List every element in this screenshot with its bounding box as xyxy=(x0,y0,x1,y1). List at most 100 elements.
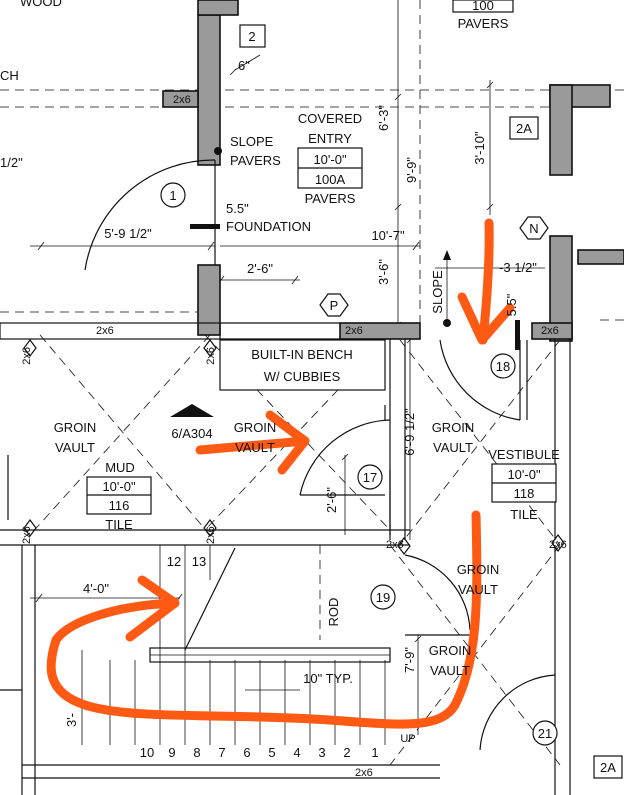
dim-label: 3'-10" xyxy=(472,131,487,165)
wall-label: 2x6 xyxy=(205,347,217,365)
door-1-swing xyxy=(84,159,216,271)
stair-number: 12 xyxy=(167,554,181,569)
p-tag: P xyxy=(330,298,339,313)
mud-number: 116 xyxy=(109,498,130,513)
top-room-box xyxy=(452,0,514,13)
groin-mid-1: GROIN xyxy=(234,420,277,435)
north-tag-shape xyxy=(519,216,549,240)
door-17-circle xyxy=(357,464,383,490)
vestibule-ceiling: 10'-0" xyxy=(507,467,541,482)
mud-name: MUD xyxy=(105,460,135,475)
wall-label: 2x6 xyxy=(96,325,114,337)
mud-ceiling: 10'-0" xyxy=(102,479,136,494)
door-17-swing xyxy=(299,419,391,496)
section-marker xyxy=(170,404,214,417)
dim-label: 6" xyxy=(238,58,250,73)
foundation-dim: 5.5" xyxy=(226,201,249,216)
wall-label: 2x6 xyxy=(345,325,363,337)
stair-number: 2 xyxy=(343,745,350,760)
wall-right-column xyxy=(549,235,573,342)
stair-number: 8 xyxy=(193,745,200,760)
stair-number: 10 xyxy=(140,745,154,760)
stair-number: 13 xyxy=(192,554,206,569)
tag-2a-top-box xyxy=(509,116,539,140)
up-label: UP xyxy=(400,733,415,745)
covered-entry-name-1: COVERED xyxy=(298,111,362,126)
wall-right-outer xyxy=(577,249,624,265)
top-room-number: 100 xyxy=(472,0,494,13)
dim-label: 5'-9 1/2" xyxy=(104,226,152,241)
wall-label: 2x6 xyxy=(549,539,567,551)
covered-entry-ceiling: 10'-0" xyxy=(313,152,347,167)
rod-label: ROD xyxy=(326,598,341,627)
walls xyxy=(162,0,624,342)
mud-vault-2: VAULT xyxy=(55,440,95,455)
p-tag-shape xyxy=(319,293,349,317)
groin-mid-2: VAULT xyxy=(235,440,275,455)
vestibule-number: 118 xyxy=(514,486,535,501)
foundation-label: FOUNDATION xyxy=(226,219,311,234)
mud-vault-1: GROIN xyxy=(54,420,97,435)
vestibule-vault-1: GROIN xyxy=(432,420,475,435)
half-fragment: 1/2" xyxy=(0,155,23,170)
door-1-circle xyxy=(160,182,186,208)
wood-label: WOOD xyxy=(20,0,62,9)
door-1-tag: 1 xyxy=(169,188,176,203)
door-19-circle xyxy=(370,584,396,610)
door-18-circle xyxy=(490,353,516,379)
wall-2x6-left-top xyxy=(162,90,199,108)
dim-label: 7'-9" xyxy=(402,647,417,673)
room-mud: GROIN VAULT MUD 10'-0" 116 TILE xyxy=(54,420,152,532)
dim-label: -3 1/2" xyxy=(499,260,537,275)
door-19-tag: 19 xyxy=(376,590,390,605)
section-ref: 6/A304 xyxy=(171,426,212,441)
covered-entry-finish: PAVERS xyxy=(305,191,356,206)
dim-label: 5.5" xyxy=(504,293,519,316)
stair-number: 4 xyxy=(293,745,300,760)
mud-finish: TILE xyxy=(105,517,133,532)
dim-label: 4'-0" xyxy=(83,581,109,596)
dim-label: 6'-3" xyxy=(376,105,391,131)
wall-label: 2x6 xyxy=(355,767,373,779)
groin-stair-2: VAULT xyxy=(458,582,498,597)
dim-label: 2'-6" xyxy=(247,261,273,276)
tag-2-box xyxy=(239,24,266,48)
wall-label: 2x6 xyxy=(21,347,33,365)
stair-numbers: 12 13 10 9 8 7 6 5 4 3 2 1 xyxy=(140,554,379,760)
groin-low-1: GROIN xyxy=(429,643,472,658)
stair-number: 7 xyxy=(218,745,225,760)
built-in-bench xyxy=(219,339,386,391)
door-21-tag: 21 xyxy=(538,726,552,741)
tag-2a-bottom: 2A xyxy=(600,760,616,775)
stair-number: 3 xyxy=(318,745,325,760)
door-17-tag: 17 xyxy=(363,470,377,485)
vestibule-vault-2: VAULT xyxy=(433,440,473,455)
wall-label: 2x6 xyxy=(541,325,559,337)
top-room-finish: PAVERS xyxy=(458,16,509,31)
stair-number: 6 xyxy=(243,745,250,760)
bench-label-2: W/ CUBBIES xyxy=(264,369,341,384)
wall-left-column xyxy=(197,264,221,336)
wall-center-stub xyxy=(339,322,421,340)
slope-label: SLOPE xyxy=(430,270,445,314)
wall-label: 2x6 xyxy=(205,526,217,544)
tag-2a-top: 2A xyxy=(516,121,532,136)
slope-point-1 xyxy=(214,147,222,155)
dimension-labels: 6" 6'-3" 9'-9" 3'-10" 3'-6" 10'-7" -3 1/… xyxy=(64,58,537,727)
bench-label-1: BUILT-IN BENCH xyxy=(251,347,353,362)
covered-entry-name-2: ENTRY xyxy=(308,131,352,146)
dim-label: 6'-9 1/2" xyxy=(402,408,417,456)
wall-vestibule-stub xyxy=(531,322,573,340)
north-tag: N xyxy=(529,221,538,236)
groin-low-2: VAULT xyxy=(430,663,470,678)
markup-arrows xyxy=(46,218,515,729)
doors xyxy=(84,159,556,751)
vestibule-finish: TILE xyxy=(510,507,538,522)
column-markers xyxy=(23,339,565,555)
wall-label: 2x6 xyxy=(386,539,404,551)
covered-entry-number: 100A xyxy=(315,172,346,187)
door-18-swing xyxy=(439,339,521,421)
wall-type-labels: 2x6 2x6 2x6 2x6 2x6 2x6 2x6 2x6 2x6 2x6 … xyxy=(21,94,567,779)
wall-label: 2x6 xyxy=(173,94,191,106)
